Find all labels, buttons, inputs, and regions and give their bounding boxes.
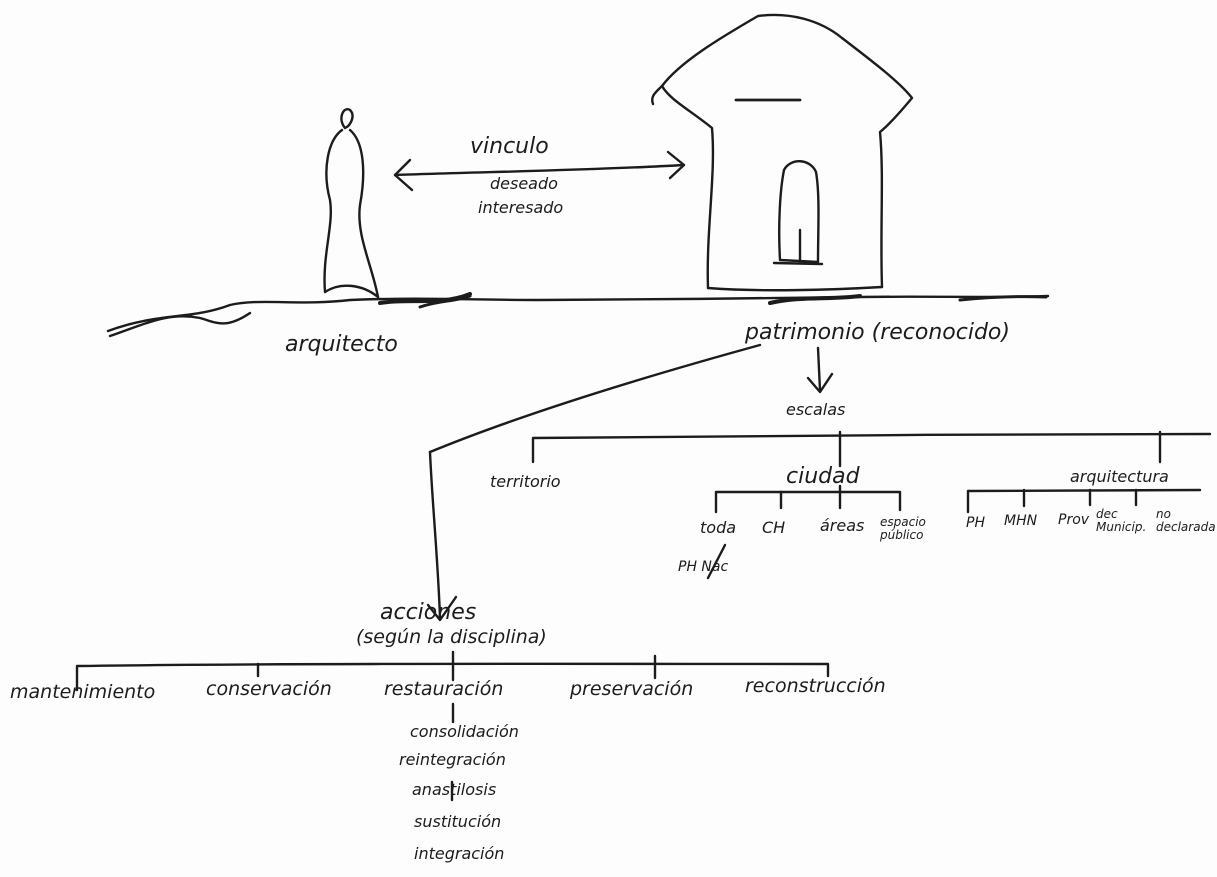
- actions-tree: [75, 650, 830, 802]
- city-item-ch: CH: [762, 518, 786, 537]
- action-conservation: conservación: [206, 678, 332, 700]
- link-qualifier-desired: deseado: [490, 174, 558, 193]
- action-restoration: restauración: [384, 678, 504, 700]
- restoration-substitution: sustitución: [414, 812, 502, 831]
- link-arrow: [393, 150, 686, 192]
- link-label: vinculo: [470, 134, 549, 159]
- scale-city: ciudad: [786, 464, 860, 489]
- heritage-label: patrimonio (reconocido): [745, 320, 1010, 345]
- restoration-anastylosis: anastilosis: [412, 780, 497, 799]
- restoration-consolidation: consolidación: [410, 722, 519, 741]
- arrow-to-actions: [426, 343, 762, 622]
- actions-title: acciones: [380, 600, 477, 625]
- arch-item-prov: Prov: [1058, 512, 1090, 528]
- scales-title: escalas: [786, 400, 846, 419]
- architect-figure: [323, 108, 380, 299]
- arch-item-undeclared: no declarada: [1156, 507, 1216, 534]
- scales-tree: [531, 430, 1212, 580]
- architect-label: arquitecto: [285, 332, 398, 357]
- action-preservation: preservación: [570, 678, 694, 700]
- ground-line: [106, 292, 1050, 338]
- restoration-integration: integración: [414, 844, 505, 863]
- city-sub-ph-nac: PH Nac: [678, 559, 729, 575]
- arrow-to-scales: [806, 346, 834, 394]
- city-item-whole: toda: [700, 518, 737, 537]
- scale-architecture: arquitectura: [1070, 467, 1169, 486]
- city-item-public-space: espacio público: [880, 515, 926, 542]
- actions-subtitle: (según la disciplina): [356, 626, 547, 648]
- arch-item-mhn: MHN: [1004, 513, 1038, 529]
- action-reconstruction: reconstrucción: [745, 675, 886, 697]
- arch-item-ph: PH: [966, 515, 985, 531]
- scale-territory: territorio: [490, 472, 561, 491]
- link-qualifier-interested: interesado: [478, 198, 564, 217]
- action-maintenance: mantenimiento: [10, 681, 156, 703]
- city-item-areas: áreas: [820, 516, 865, 535]
- arch-item-municipal: dec Municip.: [1096, 507, 1147, 534]
- heritage-building: [651, 13, 914, 292]
- restoration-reintegration: reintegración: [399, 750, 506, 769]
